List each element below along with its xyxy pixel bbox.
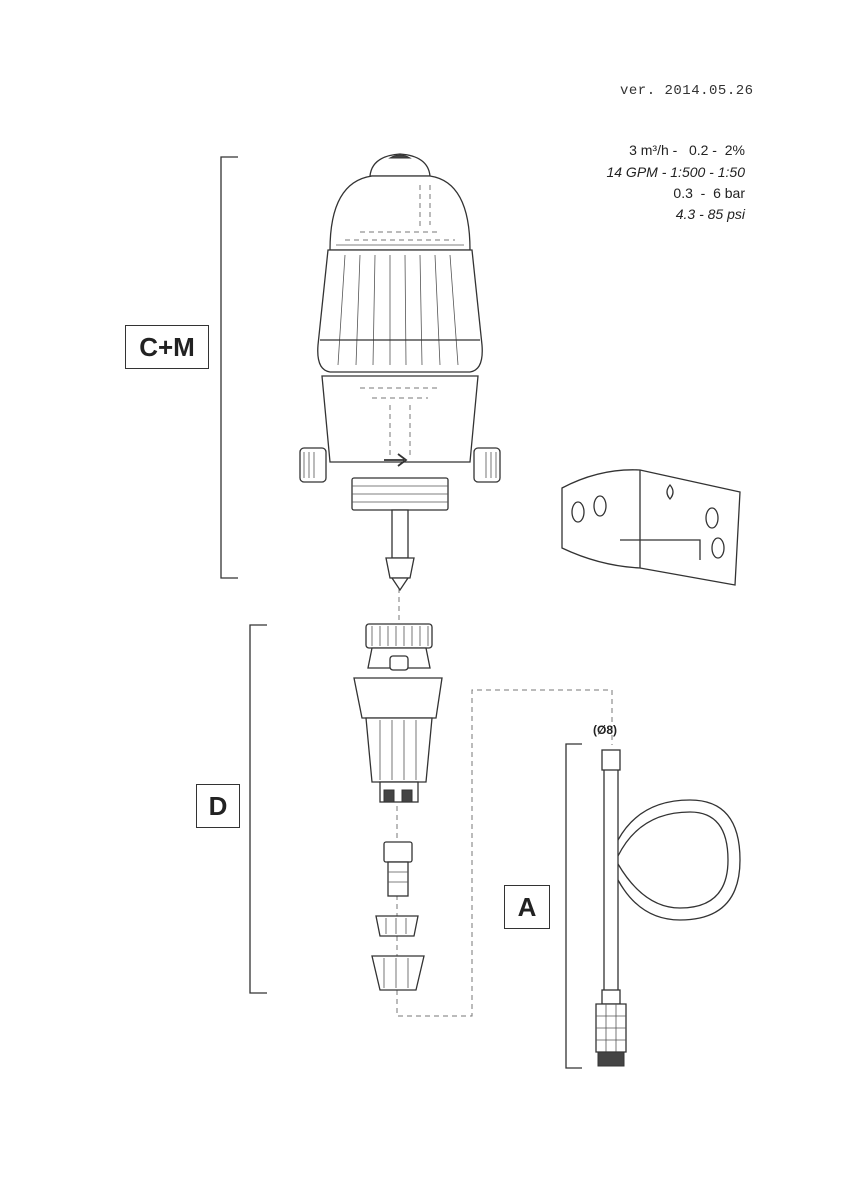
valve-part xyxy=(383,841,413,897)
label-a: A xyxy=(504,885,550,929)
bracket-d xyxy=(249,624,267,994)
wall-bracket xyxy=(561,469,741,586)
version-text: ver. 2014.05.26 xyxy=(620,83,754,99)
bracket-a xyxy=(565,743,582,1069)
label-cm: C+M xyxy=(125,325,209,369)
bracket-cm xyxy=(220,156,238,579)
spec-bar: 0.3 - 6 bar xyxy=(673,185,745,201)
spec-gpm: 14 GPM - 1:500 - 1:50 xyxy=(606,164,745,180)
pump-head xyxy=(299,153,501,592)
nut-large xyxy=(371,955,425,991)
nut-small xyxy=(375,915,419,937)
dosing-part xyxy=(353,623,443,803)
assembly-line-3 xyxy=(396,689,613,1017)
label-d: D xyxy=(196,784,240,828)
tube-diameter-label: (Ø8) xyxy=(593,723,617,737)
spec-psi: 4.3 - 85 psi xyxy=(675,206,745,222)
spec-flow: 3 m³/h - 0.2 - 2% xyxy=(629,142,745,158)
suction-tube xyxy=(595,749,741,1067)
